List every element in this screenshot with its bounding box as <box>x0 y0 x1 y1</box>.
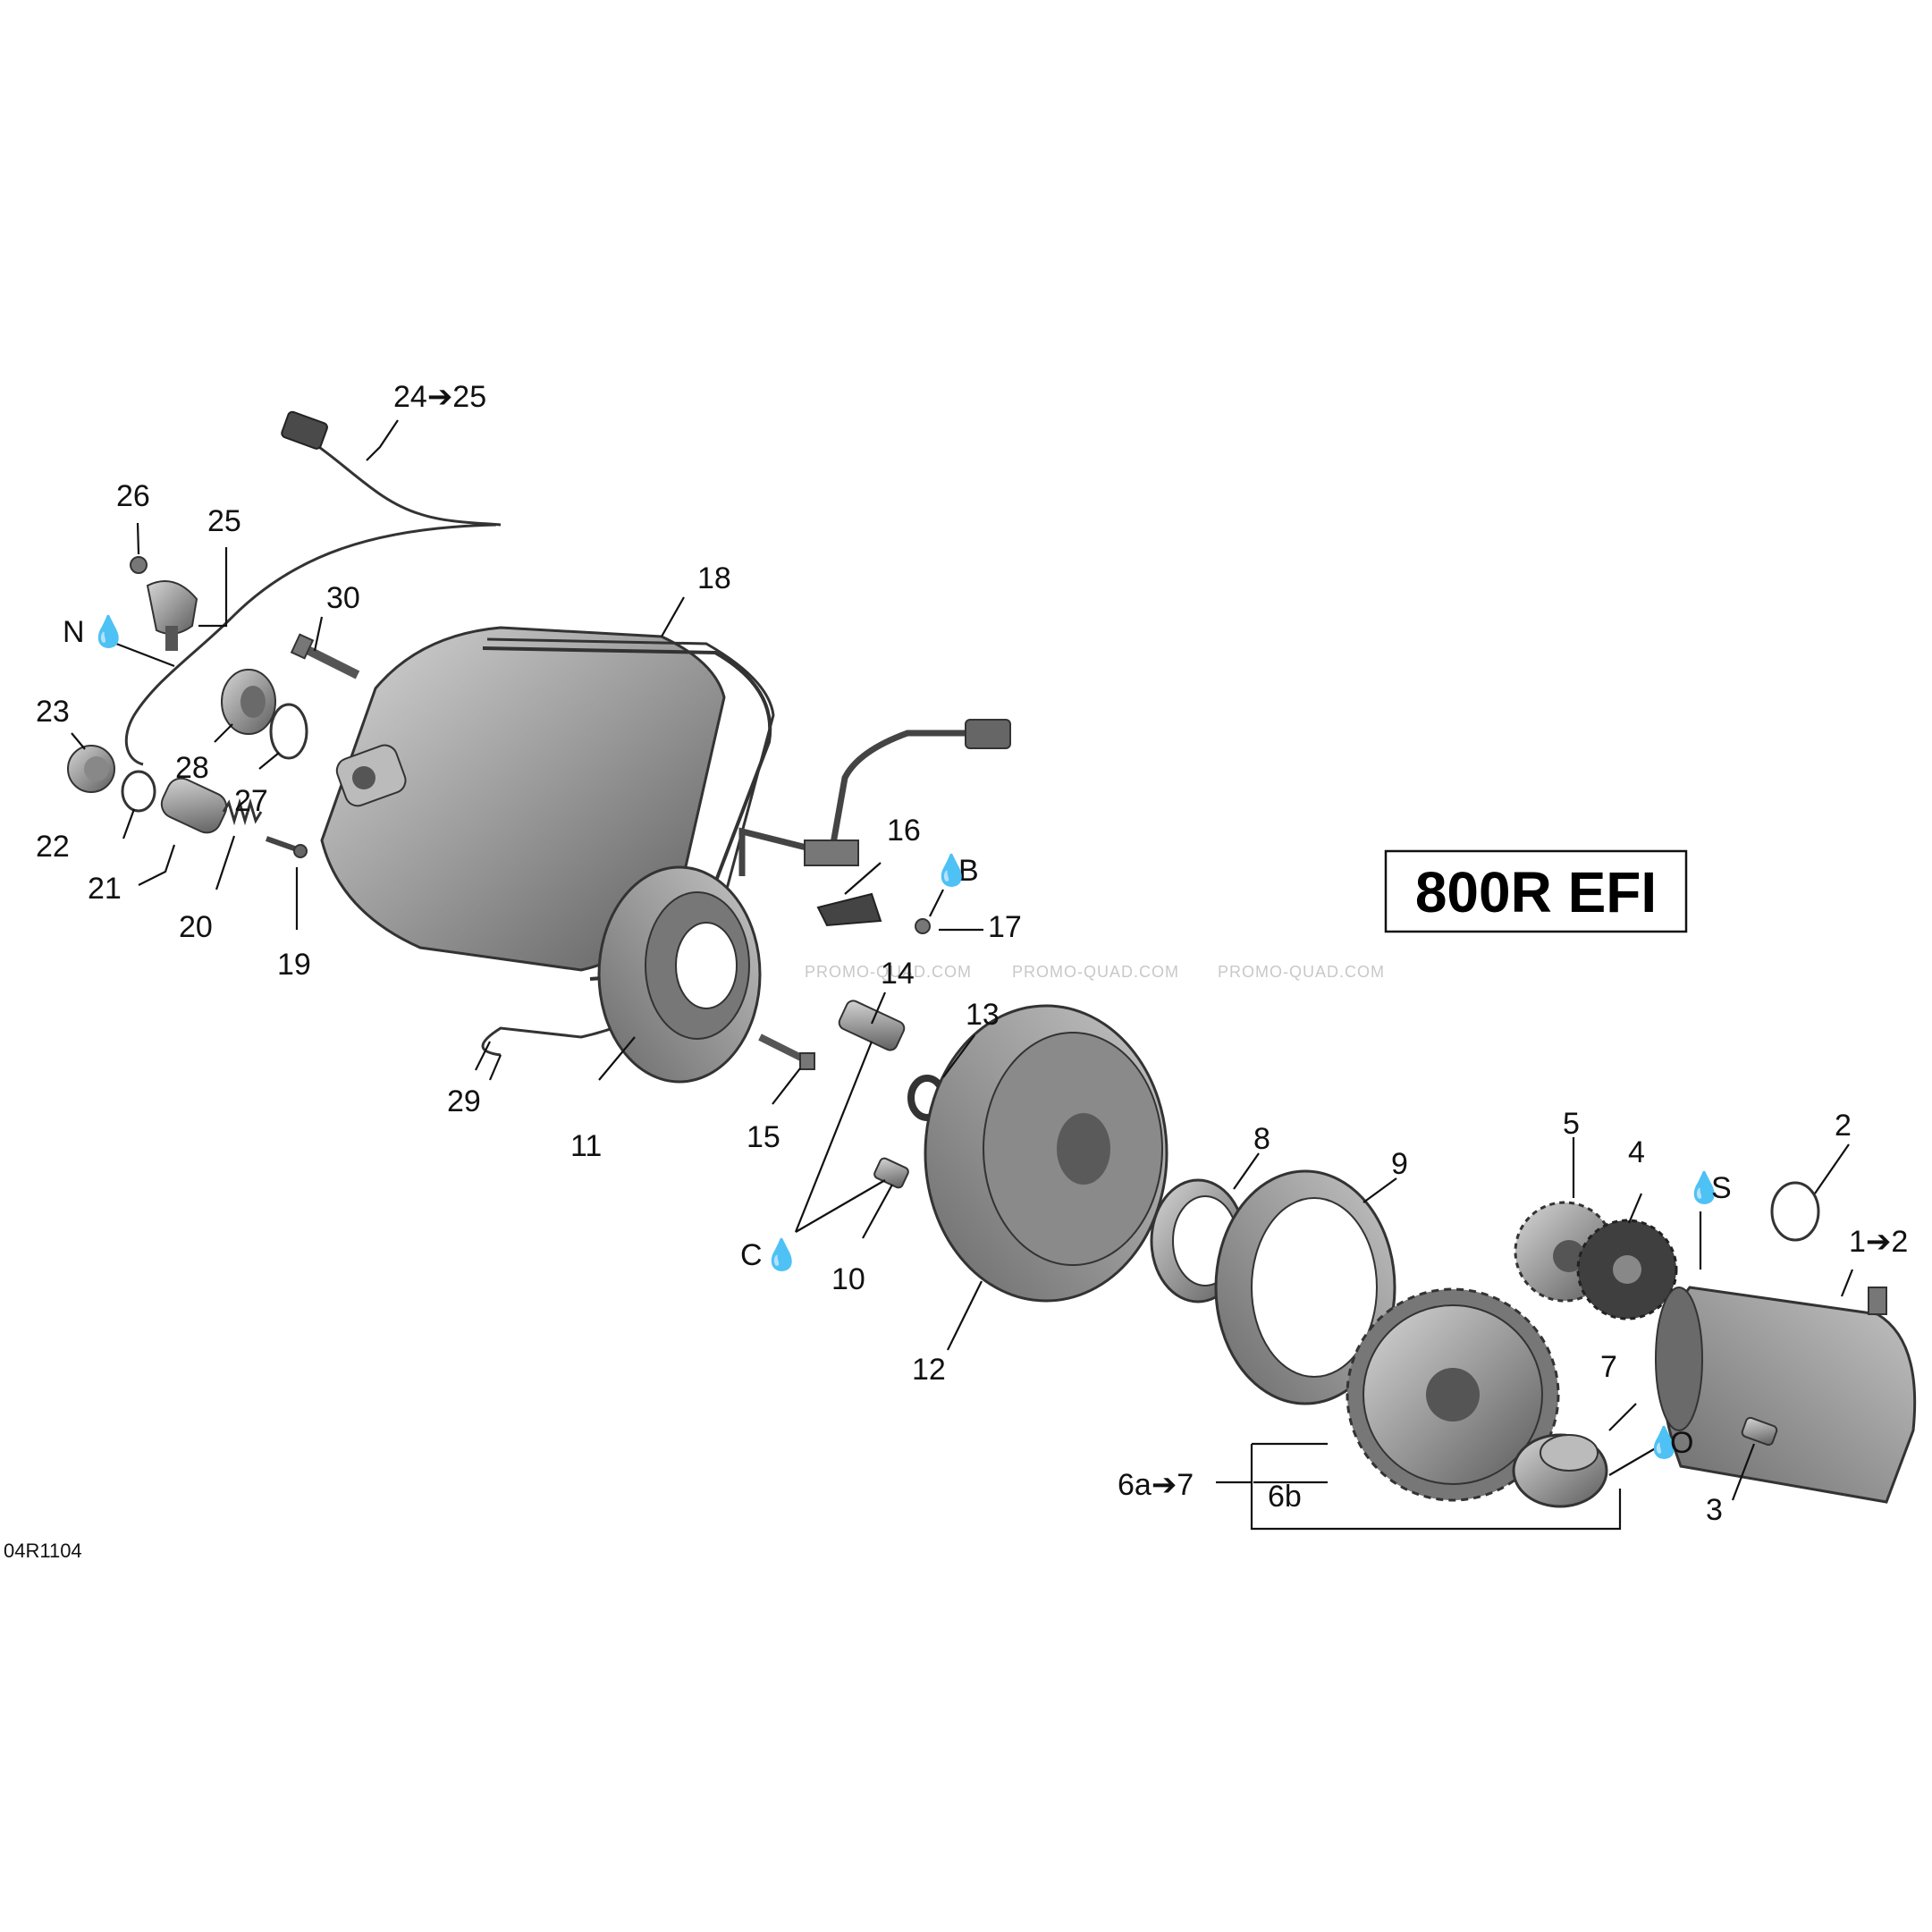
flywheel-12-part <box>924 1004 1168 1303</box>
callout-8: 8 <box>1253 1122 1270 1156</box>
callout-17: 17 <box>988 910 1022 944</box>
lube-drop-icon: 💧 <box>1645 1425 1683 1460</box>
lube-drop-icon: 💧 <box>89 614 127 649</box>
leader-lines <box>71 419 1854 1531</box>
watermark-3: PROMO-QUAD.COM <box>1218 963 1385 981</box>
callout-28: 28 <box>175 751 209 785</box>
gear-4-part <box>1576 1219 1678 1320</box>
callout-20: 20 <box>179 910 213 944</box>
callout-9: 9 <box>1391 1147 1408 1181</box>
callout-18: 18 <box>697 561 731 595</box>
callout-13: 13 <box>966 998 1000 1032</box>
stator-wire-16-part <box>738 719 1011 927</box>
callout-30: 30 <box>326 581 360 615</box>
callout-10: 10 <box>831 1262 865 1296</box>
gear-6b-part <box>1346 1287 1560 1502</box>
callout-11: 11 <box>570 1129 602 1163</box>
starter-motor-1-part <box>1655 1286 1917 1504</box>
screw-3-part <box>1741 1416 1778 1447</box>
o-ring-22-part <box>121 770 156 813</box>
bushing-7-part <box>1512 1433 1608 1508</box>
callout-2: 2 <box>1835 1109 1852 1143</box>
callout-6b: 6b <box>1268 1480 1302 1514</box>
callout-5: 5 <box>1563 1107 1580 1141</box>
spring-20-part <box>222 797 263 826</box>
callout-6a-7: 6a➔7 <box>1118 1468 1194 1502</box>
callout-lube-n: N <box>63 615 85 649</box>
callout-lube-b: B <box>958 854 979 888</box>
callout-3: 3 <box>1706 1493 1723 1527</box>
callout-lube-o: O <box>1670 1426 1693 1460</box>
plug-23-part <box>67 745 115 793</box>
stator-11-part <box>597 865 762 1084</box>
o-ring-2-part <box>1770 1181 1820 1242</box>
title-frame <box>1384 849 1688 933</box>
o-ring-27-part <box>269 703 308 760</box>
watermark-2: PROMO-QUAD.COM <box>1012 963 1179 981</box>
callout-27: 27 <box>234 784 268 818</box>
screw-26-part <box>130 556 148 574</box>
disc-9-part <box>1214 1169 1396 1405</box>
callout-4: 4 <box>1628 1135 1645 1169</box>
callout-labels: 24➔25 26 25 N 💧 30 18 23 28 27 22 21 20 … <box>4 380 1908 1562</box>
cylinder-21-part <box>160 777 228 834</box>
sensor-25-part <box>146 580 198 651</box>
callout-29: 29 <box>447 1084 481 1118</box>
callout-21: 21 <box>88 872 122 906</box>
callout-14: 14 <box>881 957 915 991</box>
lube-drop-icon: 💧 <box>1685 1170 1723 1205</box>
cap-28-part <box>221 669 276 735</box>
callout-12: 12 <box>912 1353 946 1387</box>
callout-lube-c: C <box>740 1238 763 1272</box>
screw-15-part <box>758 1033 815 1070</box>
pin-19-part <box>266 836 308 858</box>
lube-drop-icon: 💧 <box>932 853 970 888</box>
bolt-30-part <box>290 633 360 679</box>
diagram-code: 04R1104 <box>4 1540 82 1562</box>
callout-22: 22 <box>36 830 70 864</box>
diagram-title: 800R EFI <box>1415 860 1657 924</box>
wiring-harness-part <box>124 410 502 766</box>
watermarks: PROMO-QUAD.COM PROMO-QUAD.COM PROMO-QUAD… <box>805 963 1385 981</box>
callout-15: 15 <box>747 1120 780 1154</box>
callout-25: 25 <box>207 504 241 538</box>
screw-17-part <box>915 918 931 934</box>
callout-24-25: 24➔25 <box>393 380 486 414</box>
watermark-1: PROMO-QUAD.COM <box>805 963 972 981</box>
callout-7: 7 <box>1600 1350 1617 1384</box>
callout-1-2: 1➔2 <box>1849 1225 1908 1259</box>
callout-16: 16 <box>887 814 921 848</box>
bolt-14-part <box>838 1000 906 1051</box>
callout-26: 26 <box>116 479 150 513</box>
callout-23: 23 <box>36 695 70 729</box>
callout-lube-s: S <box>1711 1171 1732 1205</box>
lube-drop-icon: 💧 <box>763 1237 800 1272</box>
callout-19: 19 <box>277 948 311 982</box>
